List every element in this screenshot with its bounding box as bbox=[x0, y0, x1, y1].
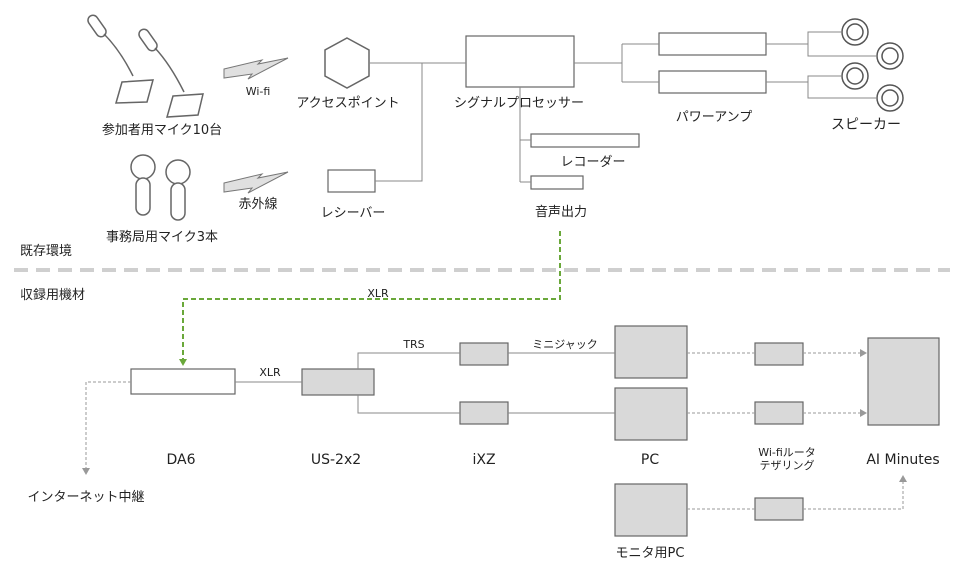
ixz-label: iXZ bbox=[472, 452, 496, 468]
pc-box bbox=[614, 387, 688, 441]
receiver-box bbox=[327, 169, 376, 193]
handheld-mic-icon bbox=[165, 159, 191, 221]
pc-box bbox=[614, 325, 688, 379]
processor-to-amp-line bbox=[574, 43, 659, 83]
wifi-router-box bbox=[754, 497, 804, 521]
tethering-name: テザリング bbox=[759, 459, 815, 472]
us2x2-label: US-2x2 bbox=[310, 452, 362, 468]
speaker-icon bbox=[876, 84, 904, 112]
monitor-pc-box bbox=[614, 483, 688, 537]
processor-to-recorder-line bbox=[519, 87, 531, 183]
pc-label: PC bbox=[640, 452, 660, 468]
recorder-label: レコーダー bbox=[560, 155, 626, 170]
ai-minutes-box bbox=[867, 337, 940, 426]
router-to-ai-monitor-link bbox=[803, 475, 907, 510]
power-amp-box bbox=[658, 32, 767, 56]
participant-mic-icon bbox=[138, 28, 204, 118]
infrared-label: 赤外線 bbox=[238, 197, 278, 212]
receiver-to-processor-line bbox=[375, 63, 423, 182]
audio-out-box bbox=[530, 175, 584, 190]
receiver-label: レシーバー bbox=[320, 206, 386, 221]
speaker-label: スピーカー bbox=[831, 117, 901, 133]
monitor-pc-label: モニタ用PC bbox=[615, 546, 685, 561]
mini-jack-label: ミニジャック bbox=[532, 338, 598, 351]
power-amp-label: パワーアンプ bbox=[675, 110, 753, 125]
recording-section-label: 収録用機材 bbox=[20, 288, 86, 303]
trs-label: TRS bbox=[403, 338, 425, 351]
speaker-icon bbox=[841, 18, 869, 46]
handheld-mic-icon bbox=[130, 154, 156, 216]
recorder-box bbox=[530, 133, 640, 148]
wifi-router-box bbox=[754, 401, 804, 425]
wifi-router-name: Wi-fiルータ bbox=[758, 446, 816, 459]
us2x2-box bbox=[301, 368, 375, 396]
ixz-box bbox=[459, 342, 509, 366]
ai-minutes-label: AI Minutes bbox=[866, 452, 940, 468]
speaker-icon bbox=[876, 42, 904, 70]
power-amp-box bbox=[658, 70, 767, 94]
ixz-box bbox=[459, 401, 509, 425]
participant-mics-label: 参加者用マイク10台 bbox=[101, 123, 223, 138]
wireless-bolt-icon bbox=[223, 57, 289, 80]
existing-section-label: 既存環境 bbox=[20, 244, 73, 259]
wifi-router-box bbox=[754, 342, 804, 366]
xlr-top-label: XLR bbox=[367, 287, 389, 300]
wifi-label: Wi-fi bbox=[245, 85, 271, 98]
xlr-label: XLR bbox=[259, 366, 281, 379]
signal-processor-label: シグナルプロセッサー bbox=[453, 96, 585, 111]
da6-box bbox=[130, 368, 236, 395]
signal-processor-box bbox=[465, 35, 575, 88]
audio-out-label: 音声出力 bbox=[534, 205, 588, 220]
amp-to-speaker-line bbox=[766, 31, 877, 99]
participant-mic-icon bbox=[87, 14, 154, 104]
audio-out-to-da6-link bbox=[179, 231, 561, 366]
infrared-bolt-icon bbox=[223, 171, 289, 194]
office-mics-label: 事務局用マイク3本 bbox=[105, 230, 219, 245]
da6-label: DA6 bbox=[166, 452, 196, 468]
da6-to-internet-link bbox=[82, 381, 131, 475]
us2x2-to-ixz-line bbox=[357, 352, 460, 414]
wifi-router-label: Wi-fiルータ テザリング bbox=[758, 446, 816, 472]
access-point-label: アクセスポイント bbox=[296, 96, 400, 111]
access-point-icon bbox=[324, 37, 370, 89]
internet-relay-label: インターネット中継 bbox=[27, 490, 145, 505]
speaker-icon bbox=[841, 62, 869, 90]
